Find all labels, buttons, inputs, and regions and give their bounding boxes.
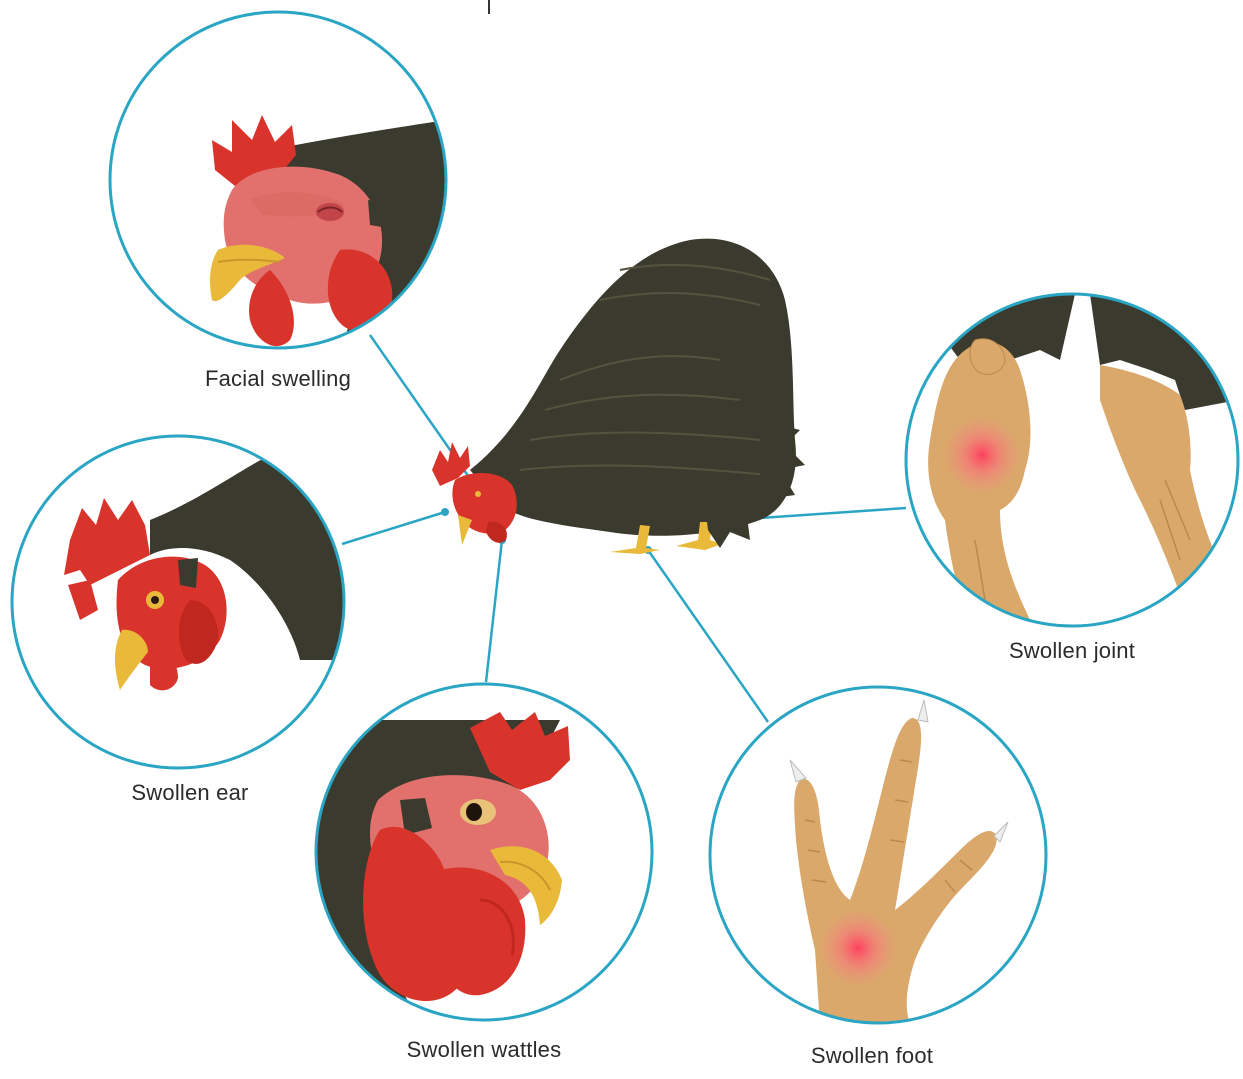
swollen-foot-inset	[710, 687, 1046, 1024]
facial-swelling-inset	[110, 12, 446, 348]
label-swollen-ear: Swollen ear	[131, 780, 248, 806]
connector-foot	[648, 550, 768, 722]
swollen-joint-inset	[906, 294, 1238, 640]
label-swollen-wattles: Swollen wattles	[407, 1037, 562, 1063]
connector-dot	[441, 508, 449, 516]
connector-ear	[342, 512, 445, 544]
label-swollen-joint: Swollen joint	[1009, 638, 1135, 664]
swollen-ear-inset	[12, 436, 344, 768]
chicken-illustration	[432, 239, 805, 554]
swollen-wattles-inset	[316, 684, 652, 1020]
label-swollen-foot: Swollen foot	[811, 1043, 933, 1069]
connector-wattles	[486, 540, 502, 682]
label-facial-swelling: Facial swelling	[205, 366, 351, 392]
